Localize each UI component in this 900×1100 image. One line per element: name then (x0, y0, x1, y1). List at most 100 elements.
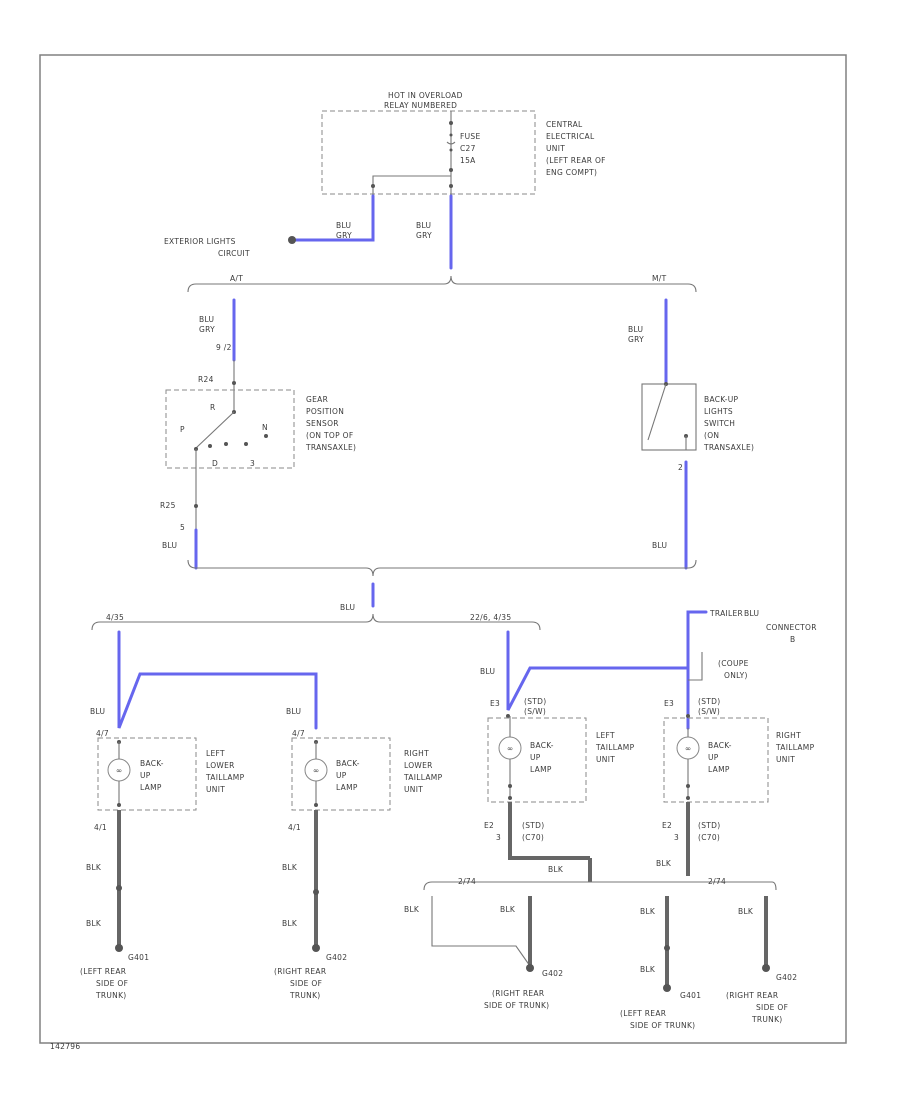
merge-bracket: BLU 4/35 22/6, 4/35 (91, 559, 697, 631)
trailer-note: (COUPE (718, 659, 749, 668)
lamp-bulb-symbol-4: ∞ (685, 744, 692, 753)
lamp-pin-bottom-2: 3 (674, 833, 679, 842)
ground-label-7: SIDE OF (290, 979, 322, 988)
ground-label-13: (LEFT REAR (620, 1009, 666, 1018)
gear-sensor-label-4: (ON TOP OF (306, 431, 353, 440)
lamp-connector-note-7: (STD) (698, 821, 720, 830)
exterior-lights-label: EXTERIOR LIGHTS (164, 237, 236, 246)
gear-sensor-pin-d: D (212, 459, 218, 468)
trailer-wire-label: BLU (744, 609, 759, 618)
fuse-rating: 15A (460, 156, 476, 165)
ground-label-9: G402 (542, 969, 563, 978)
ground-label-16: (RIGHT REAR (726, 991, 778, 1000)
wire-color-label-7: BLU (162, 541, 177, 550)
gear-position-sensor: BLU GRY 9 /2 R24 R P N D 3 R25 5 BLU GEA… (160, 298, 356, 570)
backup-switch-label-2: LIGHTS (704, 407, 733, 416)
wire-color-label-14: BLK (86, 919, 102, 928)
lamp-connector-bottom-2: 4/1 (288, 823, 301, 832)
lamp-connector-note-2: (S/W) (524, 707, 546, 716)
gear-sensor-label-5: TRANSAXLE) (305, 443, 356, 452)
unit-label-3: UNIT (546, 144, 565, 153)
splice-label-4: 22/6, 4/35 (470, 613, 511, 622)
backup-switch-label: BACK-UP (704, 395, 739, 404)
wire-color-label-13: BLK (86, 863, 102, 872)
lamp-connector-3: E3 (490, 699, 500, 708)
unit-label-4: (LEFT REAR OF (546, 156, 606, 165)
backup-switch-label-3: SWITCH (704, 419, 735, 428)
exterior-lights-label-2: CIRCUIT (218, 249, 250, 258)
fuse-header-text-2: RELAY NUMBERED (384, 101, 457, 110)
backup-switch-label-4: (ON (704, 431, 719, 440)
wire-color-label-5: BLU (199, 315, 214, 324)
gear-sensor-label: GEAR (306, 395, 328, 404)
gear-sensor-pin-n: N (262, 423, 268, 432)
ground-label-4: TRUNK) (95, 991, 127, 1000)
central-electrical-unit: HOT IN OVERLOAD RELAY NUMBERED FUSE C27 … (321, 91, 606, 196)
wire-color-label-12: BLU (90, 707, 105, 716)
backup-lights-switch: BLU GRY 2 BLU BACK-UP LIGHTS SWITCH (ON … (628, 298, 754, 570)
lamp-connector-note-6: (S/W) (698, 707, 720, 716)
splice-label-5: 2/74 (458, 877, 476, 886)
wire-color-label-2: GRY (336, 231, 352, 240)
main-feed: BLU GRY A/T M/T (187, 194, 697, 293)
exterior-lights-branch: BLU GRY EXTERIOR LIGHTS CIRCUIT (164, 194, 375, 258)
trailer-connector-label-2: CONNECTOR (766, 623, 817, 632)
ground-label: G401 (128, 953, 149, 962)
ground-label-8: TRUNK) (289, 991, 321, 1000)
diagram-code: 142796 (50, 1042, 80, 1051)
gear-sensor-pin-r: R (210, 403, 216, 412)
lamp-unit-label-9: LEFT (596, 731, 615, 740)
lamp-unit-label-6: LOWER (404, 761, 433, 770)
lamp-label: BACK- (140, 759, 164, 768)
wire-color-label-9: GRY (628, 335, 644, 344)
wire-color-label-20: BLK (656, 859, 672, 868)
ground-label-5: G402 (326, 953, 347, 962)
unit-label: CENTRAL (546, 120, 583, 129)
trailer-connector-label: TRAILER (709, 609, 743, 618)
lamp-label-10: BACK- (708, 741, 732, 750)
ground-label-2: (LEFT REAR (80, 967, 126, 976)
lamp-label-12: LAMP (708, 765, 730, 774)
lamp-connector-2: 4/7 (292, 729, 305, 738)
lamp-connector-note-8: (C70) (698, 833, 720, 842)
wire-color-label-6: GRY (199, 325, 215, 334)
ground-label-15: G402 (776, 973, 797, 982)
ground-label-6: (RIGHT REAR (274, 967, 326, 976)
lamp-connector-4: E3 (664, 699, 674, 708)
lamp-label-2: UP (140, 771, 151, 780)
ground-label-18: TRUNK) (751, 1015, 783, 1024)
wire-color-label-17: BLK (282, 919, 298, 928)
lamp-unit-label-11: UNIT (596, 755, 615, 764)
lamp-unit-label-5: RIGHT (404, 749, 429, 758)
gear-sensor-pin-bot: 5 (180, 523, 185, 532)
right-lower-taillamp: BLU 4/7 ∞ BACK- UP LAMP RIGHT LOWER TAIL… (274, 707, 443, 1000)
lamp-label-7: BACK- (530, 741, 554, 750)
lamp-label-3: LAMP (140, 783, 162, 792)
lamp-unit-label-10: TAILLAMP (595, 743, 635, 752)
wire-color-label-24: BLK (640, 965, 656, 974)
lamp-label-5: UP (336, 771, 347, 780)
trailer-connector-label-3: B (790, 635, 795, 644)
lamp-unit-label: LEFT (206, 749, 225, 758)
diagram-frame (39, 54, 847, 1044)
gear-sensor-connector-bot: R25 (160, 501, 176, 510)
wire-color-label-3: BLU (416, 221, 431, 230)
lamp-bulb-symbol-2: ∞ (313, 766, 320, 775)
backup-switch-pin: 2 (678, 463, 683, 472)
ground-label-14: SIDE OF TRUNK) (630, 1021, 695, 1030)
right-taillamp: TRAILER BLU CONNECTOR B (COUPE ONLY) E3 … (656, 609, 817, 876)
wire-color-label-18: BLU (480, 667, 495, 676)
lamp-unit-label-7: TAILLAMP (403, 773, 443, 782)
gear-sensor-pin-top: 9 /2 (216, 343, 232, 352)
wire-color-label-15: BLU (286, 707, 301, 716)
lamp-connector-note: (STD) (524, 697, 546, 706)
lamp-unit-label-8: UNIT (404, 785, 423, 794)
lamp-bulb-symbol-3: ∞ (507, 744, 514, 753)
unit-label-2: ELECTRICAL (546, 132, 595, 141)
lamp-connector: 4/7 (96, 729, 109, 738)
wire-color-label-4: GRY (416, 231, 432, 240)
splice-label-6: 2/74 (708, 877, 726, 886)
gear-sensor-pin-p: P (180, 425, 185, 434)
fuse-id: C27 (460, 144, 476, 153)
